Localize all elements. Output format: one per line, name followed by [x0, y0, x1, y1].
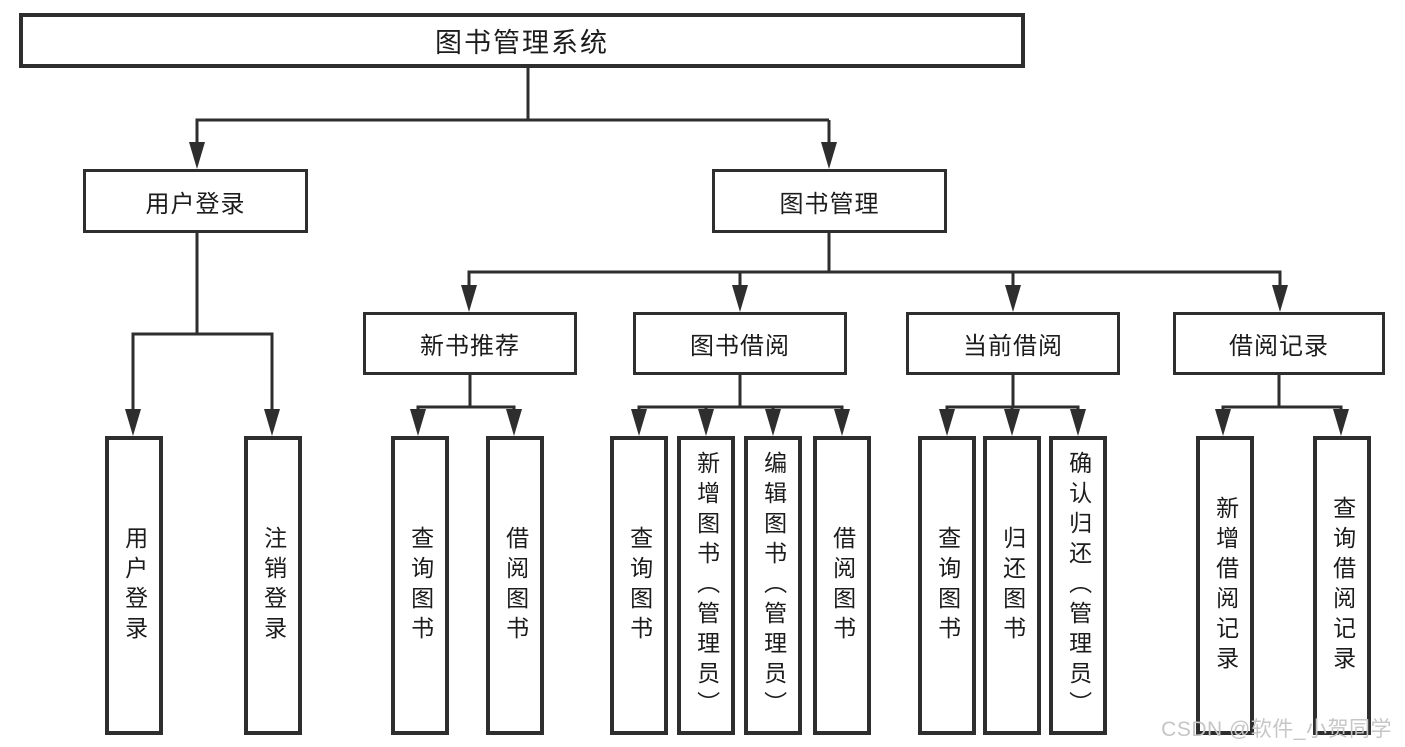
leaf-add-books-admin: 新增图书（管理员） — [677, 436, 735, 735]
node-borrowing-records-label: 借阅记录 — [1229, 333, 1329, 360]
leaf-logout-login-label: 注销登录 — [260, 525, 287, 646]
leaf-query-books-current-label: 查询图书 — [934, 525, 961, 646]
leaf-add-borrow-record: 新增借阅记录 — [1196, 436, 1254, 735]
leaf-user-login-label: 用户登录 — [121, 525, 148, 646]
leaf-query-books-recommend-label: 查询图书 — [407, 525, 434, 646]
leaf-borrow-books-borrowing: 借阅图书 — [813, 436, 871, 735]
leaf-return-books: 归还图书 — [983, 436, 1041, 735]
leaf-borrow-books-borrowing-label: 借阅图书 — [829, 525, 856, 646]
leaf-edit-books-admin-label: 编辑图书（管理员） — [760, 450, 787, 721]
node-book-borrowing: 图书借阅 — [633, 312, 847, 375]
node-book-management-label: 图书管理 — [779, 190, 880, 218]
node-user-login-label: 用户登录 — [145, 190, 246, 218]
leaf-logout-login: 注销登录 — [244, 436, 302, 735]
node-book-borrowing-label: 图书借阅 — [690, 333, 790, 360]
leaf-query-books-borrowing: 查询图书 — [610, 436, 668, 735]
leaf-query-borrow-record: 查询借阅记录 — [1313, 436, 1371, 735]
leaf-add-books-admin-label: 新增图书（管理员） — [693, 450, 720, 721]
node-user-login: 用户登录 — [83, 169, 308, 233]
node-borrowing-records: 借阅记录 — [1173, 312, 1385, 375]
leaf-confirm-return-admin: 确认归还（管理员） — [1049, 436, 1107, 735]
leaf-borrow-books-recommend: 借阅图书 — [486, 436, 544, 735]
root-node: 图书管理系统 — [19, 13, 1025, 68]
root-node-label: 图书管理系统 — [435, 28, 609, 58]
node-new-book-recommendation-label: 新书推荐 — [420, 333, 520, 360]
leaf-borrow-books-recommend-label: 借阅图书 — [502, 525, 529, 646]
node-new-book-recommendation: 新书推荐 — [363, 312, 577, 375]
node-current-borrowing: 当前借阅 — [906, 312, 1120, 375]
leaf-query-books-recommend: 查询图书 — [391, 436, 449, 735]
leaf-edit-books-admin: 编辑图书（管理员） — [744, 436, 802, 735]
node-book-management: 图书管理 — [712, 169, 947, 233]
node-current-borrowing-label: 当前借阅 — [963, 333, 1063, 360]
leaf-add-borrow-record-label: 新增借阅记录 — [1212, 495, 1239, 676]
leaf-query-books-borrowing-label: 查询图书 — [626, 525, 653, 646]
leaf-query-books-current: 查询图书 — [918, 436, 976, 735]
watermark: CSDN @软件_小贺同学 — [1161, 718, 1392, 741]
leaf-query-borrow-record-label: 查询借阅记录 — [1329, 495, 1356, 676]
leaf-user-login: 用户登录 — [105, 436, 163, 735]
leaf-confirm-return-admin-label: 确认归还（管理员） — [1065, 450, 1092, 721]
leaf-return-books-label: 归还图书 — [999, 525, 1026, 646]
